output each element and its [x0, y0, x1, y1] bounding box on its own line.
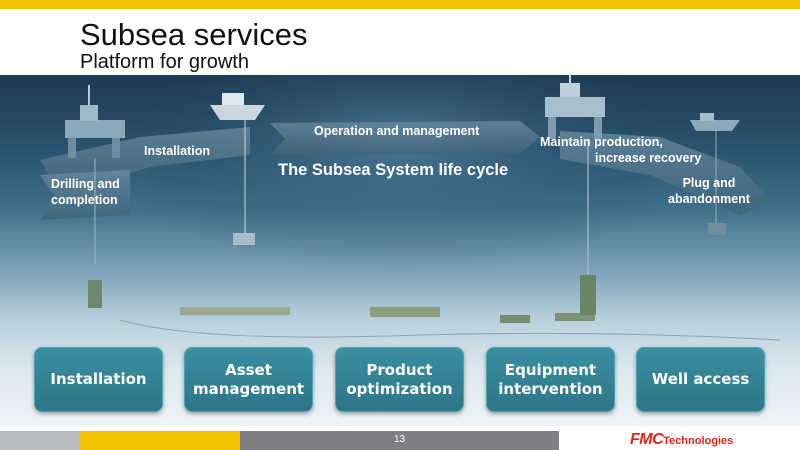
service-label: Product optimization [346, 360, 453, 398]
slide-subtitle: Platform for growth [80, 51, 249, 73]
service-installation[interactable]: Installation [34, 347, 163, 412]
installation-vessel [210, 93, 265, 245]
stage-maintain-production: Maintain production, [540, 135, 663, 149]
cycle-title: The Subsea System life cycle [278, 161, 509, 179]
service-product-optimization[interactable]: Product optimization [335, 347, 464, 412]
service-label: Well access [651, 370, 750, 389]
intervention-vessel [690, 113, 740, 235]
stage-increase-recovery: increase recovery [595, 151, 702, 165]
service-label: Asset management [192, 360, 305, 398]
footer-bar-dark [240, 431, 559, 450]
slide-header: Subsea services Platform for growth [0, 9, 800, 75]
slide-footer: 13 FMCTechnologies [0, 426, 800, 450]
service-label: Installation [50, 370, 147, 389]
footer-bar-yellow [80, 431, 240, 450]
stage-drilling-completion: Drilling and completion [51, 177, 120, 207]
stage-installation: Installation [144, 144, 210, 158]
seabed-equipment [88, 275, 781, 341]
page-number: 13 [393, 434, 406, 445]
stage-plug-abandonment: Plug and abandonment [668, 176, 750, 206]
footer-bar-grey [0, 431, 80, 450]
service-well-access[interactable]: Well access [636, 347, 765, 412]
drilling-rig [65, 85, 125, 265]
logo-brand: FMC [630, 431, 664, 448]
production-platform [545, 75, 605, 285]
cycle-arrow-top [270, 121, 540, 155]
service-label: Equipment intervention [498, 360, 603, 398]
fmc-technologies-logo: FMCTechnologies [630, 431, 733, 449]
slide-title: Subsea services [80, 17, 308, 52]
stage-operation-management: Operation and management [314, 124, 480, 138]
cycle-arrow-right [560, 131, 770, 215]
top-accent-bar [0, 0, 800, 9]
subsea-lifecycle-diagram: Drilling and completion Installation Ope… [0, 75, 800, 426]
service-asset-management[interactable]: Asset management [184, 347, 313, 412]
cycle-arrow-left-lower [40, 170, 130, 220]
logo-suffix: Technologies [663, 435, 734, 447]
service-equipment-intervention[interactable]: Equipment intervention [486, 347, 615, 412]
lifecycle-illustration [40, 75, 781, 341]
